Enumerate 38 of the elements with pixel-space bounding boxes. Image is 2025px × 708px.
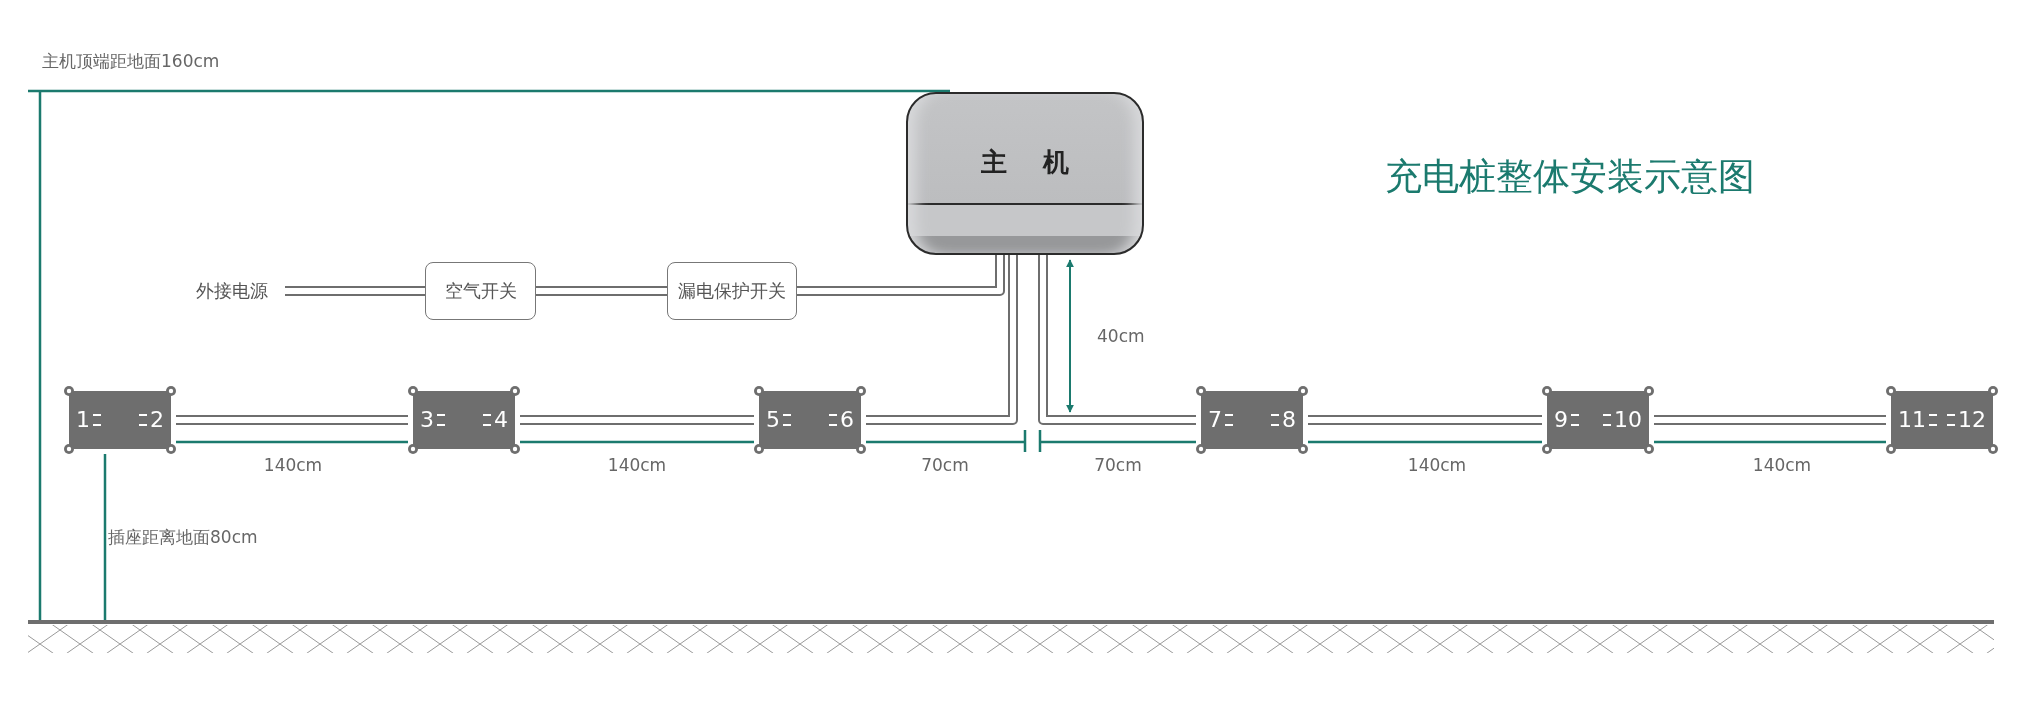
socket-number: 11 (1898, 408, 1926, 432)
cable (176, 415, 408, 425)
socket-number: 12 (1958, 408, 1986, 432)
host-unit-box (906, 92, 1144, 255)
dimension-label: 主机顶端距地面160cm (42, 50, 220, 73)
dimension-label: 140cm (263, 455, 323, 475)
cable (1038, 255, 1196, 425)
dimension-label: 插座距离地面80cm (108, 526, 258, 549)
socket-number: 6 (840, 408, 854, 432)
dimension-label: 70cm (921, 455, 969, 475)
dimension-label: 70cm (1094, 455, 1142, 475)
dimension-label: 140cm (1752, 455, 1812, 475)
socket-number: 1 (76, 408, 90, 432)
switch-box (667, 262, 797, 320)
cable (285, 286, 425, 296)
dimension-label: 140cm (607, 455, 667, 475)
socket-number: 4 (494, 408, 508, 432)
diagram-title: 充电桩整体安装示意图 (1385, 154, 1755, 200)
power-source-label: 外接电源 (196, 279, 268, 303)
socket-number: 8 (1282, 408, 1296, 432)
cable (1308, 415, 1542, 425)
switch-box (425, 262, 536, 320)
socket-number: 10 (1614, 408, 1642, 432)
cable (520, 415, 754, 425)
cable (1654, 415, 1886, 425)
switch-label: 漏电保护开关 (678, 279, 786, 303)
socket-number: 5 (766, 408, 780, 432)
socket-number: 3 (420, 408, 434, 432)
cable (536, 286, 667, 296)
dimension-label: 40cm (1097, 326, 1145, 346)
host-label: 主机 (980, 146, 1106, 178)
socket-number: 9 (1554, 408, 1568, 432)
dimension-label: 140cm (1407, 455, 1467, 475)
socket-number: 7 (1208, 408, 1222, 432)
cable (866, 255, 1018, 425)
switch-label: 空气开关 (444, 279, 517, 303)
socket-number: 2 (150, 408, 164, 432)
cable (797, 255, 1005, 296)
